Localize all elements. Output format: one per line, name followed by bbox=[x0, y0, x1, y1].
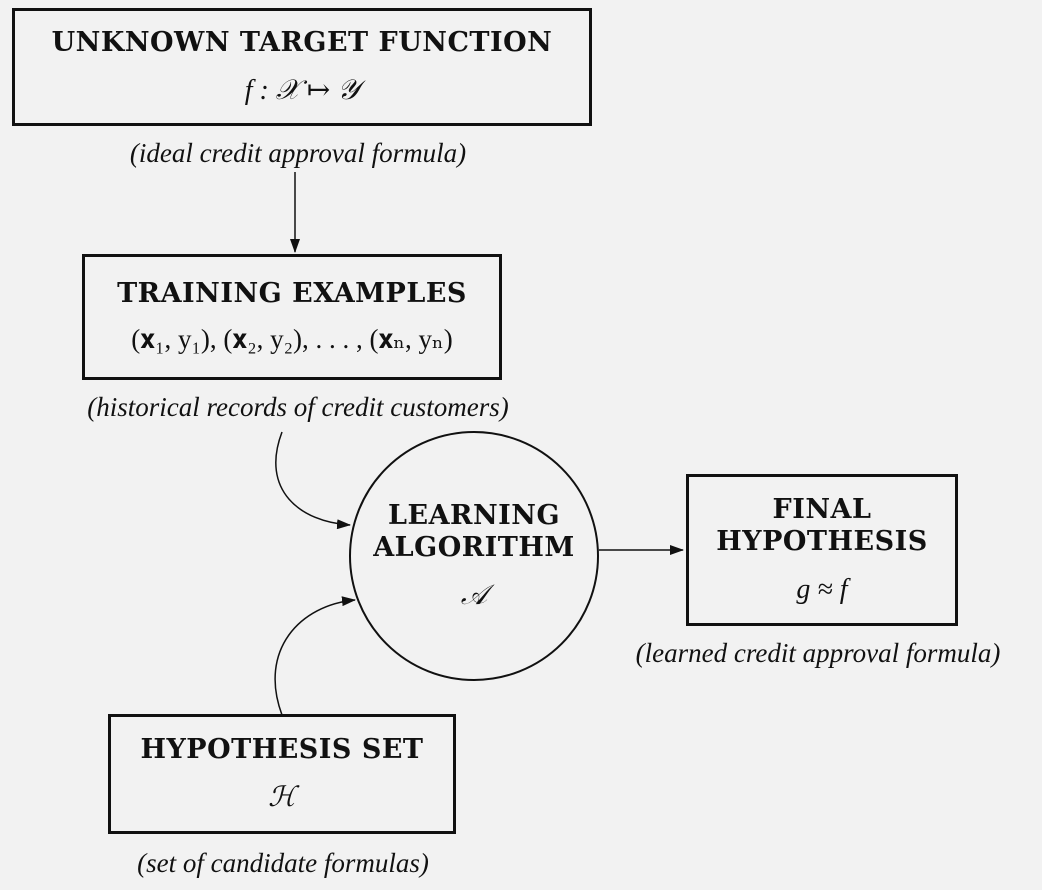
training-examples-title: TRAINING EXAMPLES bbox=[117, 278, 467, 309]
arrow-hypothesis-set-to-algorithm bbox=[274, 596, 356, 716]
hypothesis-set-caption: (set of candidate formulas) bbox=[137, 848, 429, 878]
target-function-title: UNKNOWN TARGET FUNCTION bbox=[51, 27, 553, 58]
final-hypothesis-formula: g ≈ f bbox=[796, 574, 848, 605]
learning-algorithm-formula: 𝒜 bbox=[460, 580, 488, 611]
hypothesis-set-title: HYPOTHESIS SET bbox=[140, 734, 424, 765]
final-hypothesis-box: FINAL HYPOTHESIS g ≈ f bbox=[686, 474, 958, 626]
arrow-training-to-algorithm bbox=[275, 431, 351, 530]
training-examples-box: TRAINING EXAMPLES (𝐱₁, y₁), (𝐱₂, y₂), . … bbox=[82, 254, 502, 380]
final-hypothesis-caption: (learned credit approval formula) bbox=[635, 638, 1001, 668]
hypothesis-set-formula: ℋ bbox=[268, 782, 296, 813]
final-hypothesis-title-line1: FINAL bbox=[772, 494, 872, 525]
learning-algorithm-title-line1: LEARNING bbox=[388, 500, 560, 531]
target-function-box: UNKNOWN TARGET FUNCTION f : 𝒳 ↦ 𝒴 bbox=[12, 8, 592, 126]
learning-algorithm-title-line2: ALGORITHM bbox=[373, 532, 575, 563]
training-examples-formula: (𝐱₁, y₁), (𝐱₂, y₂), . . . , (𝐱ₙ, yₙ) bbox=[131, 324, 453, 354]
target-function-formula: f : 𝒳 ↦ 𝒴 bbox=[244, 75, 360, 106]
hypothesis-set-box: HYPOTHESIS SET ℋ bbox=[108, 714, 456, 834]
training-examples-caption: (historical records of credit customers) bbox=[87, 392, 509, 422]
learning-algorithm-circle: LEARNING ALGORITHM 𝒜 bbox=[349, 431, 599, 681]
target-function-caption: (ideal credit approval formula) bbox=[129, 138, 467, 168]
final-hypothesis-title-line2: HYPOTHESIS bbox=[716, 526, 928, 557]
